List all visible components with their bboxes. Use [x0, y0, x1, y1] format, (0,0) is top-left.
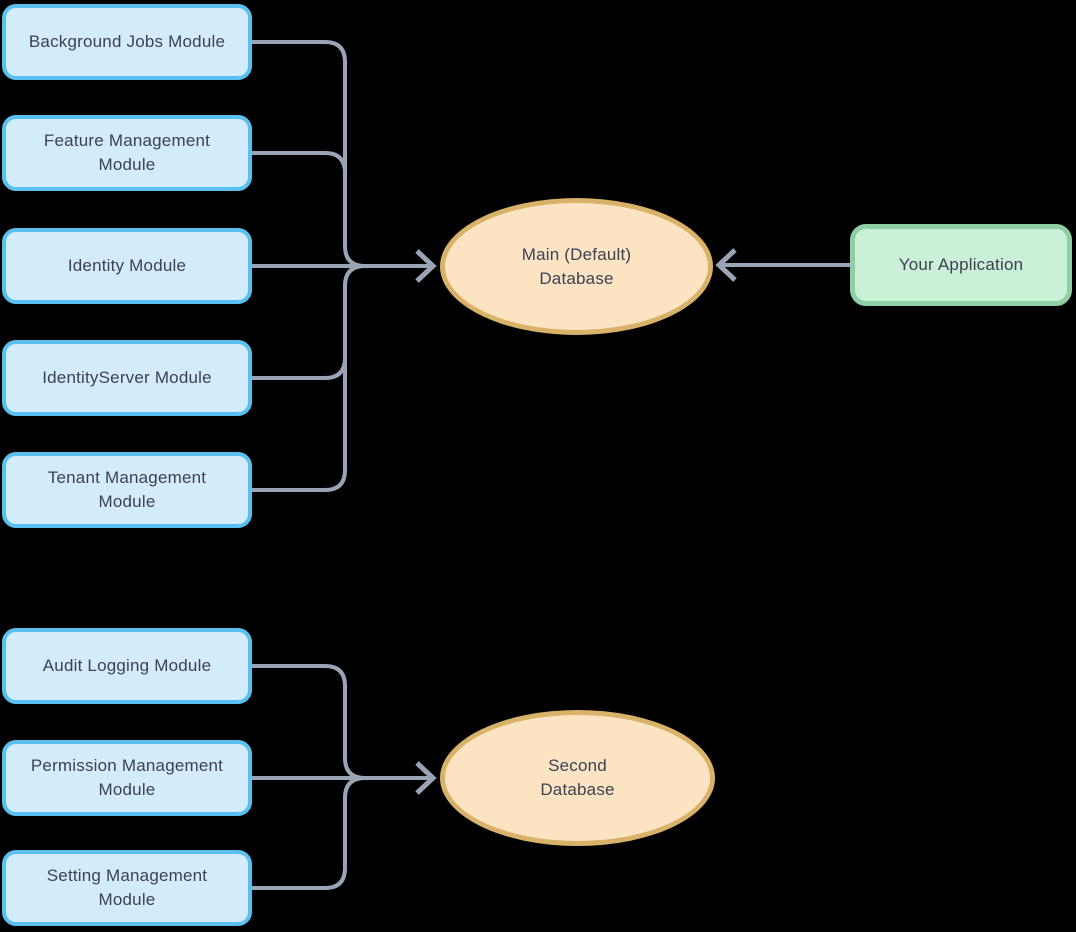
connector-audit-logging [252, 664, 431, 780]
module-label: Background Jobs Module [28, 32, 226, 51]
module-label: Permission Management Module [30, 756, 224, 799]
module-box-identity: Identity Module [2, 228, 252, 304]
module-label: Identity Module [67, 256, 187, 275]
module-label: Tenant Management Module [47, 468, 207, 511]
module-label: Setting Management Module [46, 866, 208, 909]
module-label: IdentityServer Module [42, 368, 212, 387]
module-box-feature-management: Feature Management Module [2, 115, 252, 191]
module-label: Feature Management Module [43, 131, 211, 174]
module-box-audit-logging: Audit Logging Module [2, 628, 252, 704]
arrowhead-your-application [715, 248, 737, 282]
arrowhead-main-database [415, 249, 437, 283]
your-application-box: Your Application [850, 224, 1072, 306]
module-box-identityserver: IdentityServer Module [2, 340, 252, 416]
database-ellipse-second: Second Database [440, 710, 715, 846]
database-label: Main (Default) Database [521, 244, 632, 288]
arrowhead-second-database [415, 761, 437, 795]
module-box-tenant-management: Tenant Management Module [2, 452, 252, 528]
module-box-background-jobs: Background Jobs Module [2, 4, 252, 80]
database-label: Second Database [540, 756, 615, 799]
connector-feature-management [252, 151, 347, 174]
application-label: Your Application [898, 255, 1024, 274]
module-box-setting-management: Setting Management Module [2, 850, 252, 926]
database-ellipse-main: Main (Default) Database [440, 198, 713, 335]
connector-setting-management [252, 776, 366, 890]
module-box-permission-management: Permission Management Module [2, 740, 252, 816]
module-label: Audit Logging Module [42, 656, 212, 675]
connector-identityserver [252, 357, 347, 380]
connector-tenant-management [252, 264, 366, 492]
